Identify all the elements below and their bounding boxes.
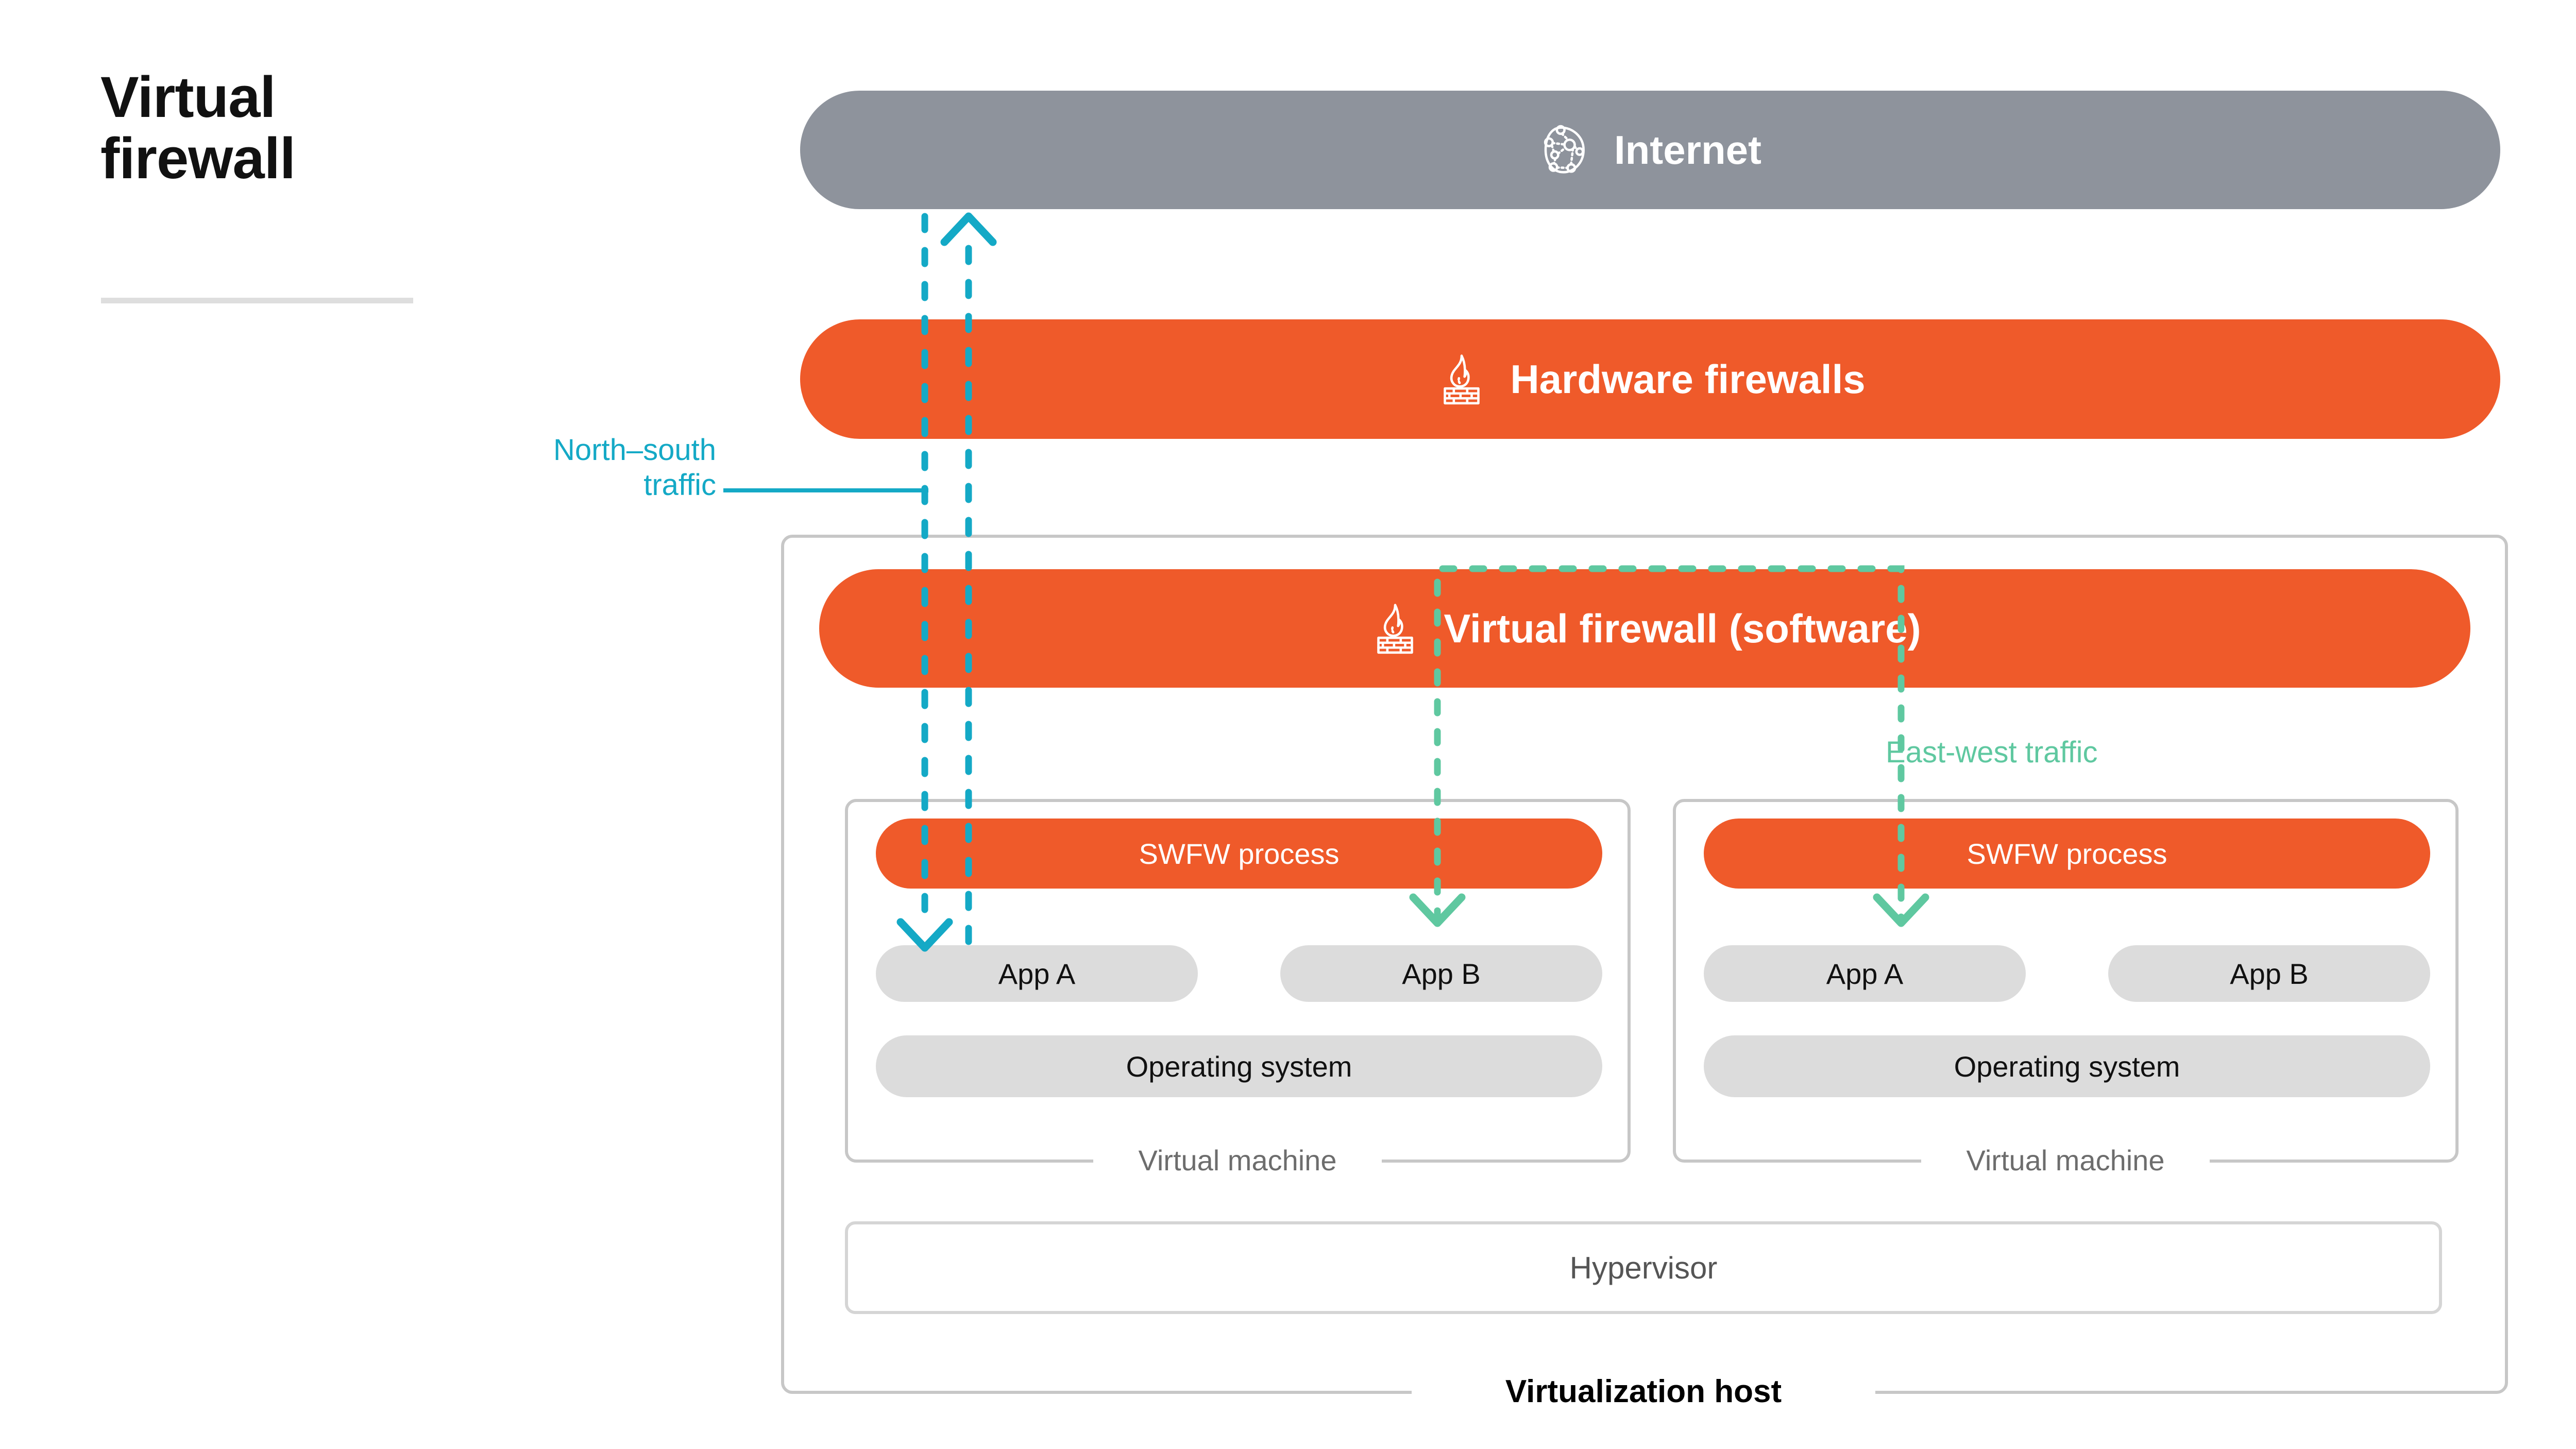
hardware-firewalls-bar[interactable]: Hardware firewalls	[800, 319, 2500, 439]
app-a-left[interactable]: App A	[876, 945, 1198, 1002]
app-b-right-label: App B	[2230, 957, 2309, 990]
firewall-flame-brick-icon	[1435, 352, 1488, 406]
app-a-left-label: App A	[998, 957, 1076, 990]
hypervisor-label: Hypervisor	[1569, 1250, 1718, 1285]
host-label-mask	[1412, 1375, 1875, 1412]
page-title-line2: firewall	[100, 126, 296, 191]
vm-left-label-mask	[1093, 1145, 1382, 1178]
page-title: Virtual firewall	[100, 65, 461, 191]
page-title-line1: Virtual	[100, 65, 276, 129]
hardware-firewalls-bar-label: Hardware firewalls	[1510, 356, 1866, 402]
north-south-up-arrowhead	[940, 212, 997, 246]
north-south-traffic-line2: traffic	[643, 468, 716, 502]
operating-system-left[interactable]: Operating system	[876, 1035, 1602, 1097]
virtual-machine-label-right: Virtual machine	[1966, 1144, 2165, 1177]
north-south-traffic-label: North–south traffic	[474, 433, 716, 503]
app-a-right-label: App A	[1826, 957, 1904, 990]
app-b-left-label: App B	[1402, 957, 1481, 990]
network-globe-icon	[1539, 123, 1592, 177]
firewall-flame-brick-icon	[1368, 602, 1422, 655]
vm-right-label-mask	[1921, 1145, 2210, 1178]
app-b-left[interactable]: App B	[1280, 945, 1602, 1002]
virtualization-host-label: Virtualization host	[1505, 1373, 1782, 1409]
app-a-right[interactable]: App A	[1704, 945, 2026, 1002]
swfw-process-right[interactable]: SWFW process	[1704, 819, 2430, 889]
operating-system-left-label: Operating system	[1126, 1050, 1352, 1083]
swfw-process-left[interactable]: SWFW process	[876, 819, 1602, 889]
title-underline-rule	[101, 298, 413, 303]
virtual-machine-label-left: Virtual machine	[1138, 1144, 1337, 1177]
app-b-right[interactable]: App B	[2108, 945, 2430, 1002]
north-south-connector-line	[723, 488, 928, 492]
internet-bar-label: Internet	[1614, 127, 1762, 173]
east-west-traffic-label: East-west traffic	[1886, 736, 2098, 769]
internet-bar[interactable]: Internet	[800, 91, 2500, 209]
swfw-process-right-label: SWFW process	[1967, 837, 2167, 870]
virtual-firewall-bar-label: Virtual firewall (software)	[1444, 605, 1921, 651]
operating-system-right-label: Operating system	[1954, 1050, 2180, 1083]
virtual-firewall-bar[interactable]: Virtual firewall (software)	[819, 569, 2470, 688]
hypervisor-box[interactable]: Hypervisor	[845, 1221, 2442, 1314]
swfw-process-left-label: SWFW process	[1139, 837, 1340, 870]
north-south-traffic-line1: North–south	[553, 433, 716, 467]
operating-system-right[interactable]: Operating system	[1704, 1035, 2430, 1097]
